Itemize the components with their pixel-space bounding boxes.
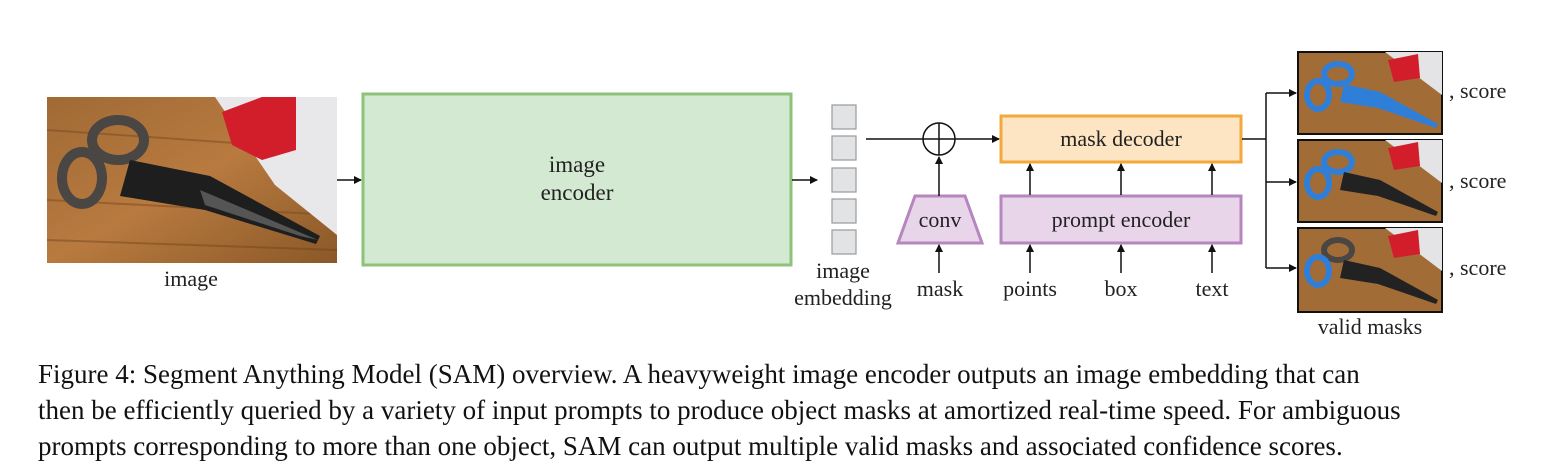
mask-decoder-label: mask decoder	[1060, 126, 1182, 151]
mask-decoder-box	[999, 114, 1243, 164]
conv-block	[895, 194, 985, 245]
box-input-label: box	[1105, 276, 1138, 301]
prompt-encoder-box	[999, 194, 1243, 245]
score-label-3: , score	[1449, 255, 1506, 280]
input-image	[46, 97, 338, 263]
prompt-encoder-label: prompt encoder	[1052, 207, 1191, 232]
image-encoder-label-line2: encoder	[541, 180, 614, 205]
embedding-cell	[831, 167, 857, 193]
sum-node	[922, 122, 956, 156]
valid-masks-label: valid masks	[1318, 314, 1423, 339]
caption-line: Figure 4: Segment Anything Model (SAM) o…	[38, 359, 1360, 389]
output-mask-1	[1297, 51, 1443, 135]
image-encoder-box	[361, 92, 793, 267]
embedding-cell	[831, 135, 857, 161]
image-embedding-label-line1: image	[816, 258, 870, 283]
embedding-cell	[831, 229, 857, 255]
score-label-1: , score	[1449, 78, 1506, 103]
caption-line: then be efficiently queried by a variety…	[38, 395, 1401, 425]
caption-line: prompts corresponding to more than one o…	[38, 431, 1343, 461]
output-mask-2	[1297, 139, 1443, 223]
image-label: image	[164, 266, 218, 291]
conv-label: conv	[919, 207, 962, 232]
figure-caption: Figure 4: Segment Anything Model (SAM) o…	[38, 356, 1528, 464]
points-input-label: points	[1003, 276, 1057, 301]
decoder-output-arrows	[1242, 89, 1297, 272]
embedding-cell	[831, 198, 857, 224]
output-mask-3	[1297, 227, 1443, 313]
sam-architecture-diagram: image image encoder image embedding conv…	[46, 51, 1506, 339]
image-embedding-stack	[831, 104, 857, 255]
image-embedding-label-line2: embedding	[794, 285, 892, 310]
score-label-2: , score	[1449, 168, 1506, 193]
text-input-label: text	[1196, 276, 1229, 301]
embedding-cell	[831, 104, 857, 130]
mask-input-label: mask	[917, 276, 963, 301]
image-encoder-label-line1: image	[549, 152, 605, 177]
